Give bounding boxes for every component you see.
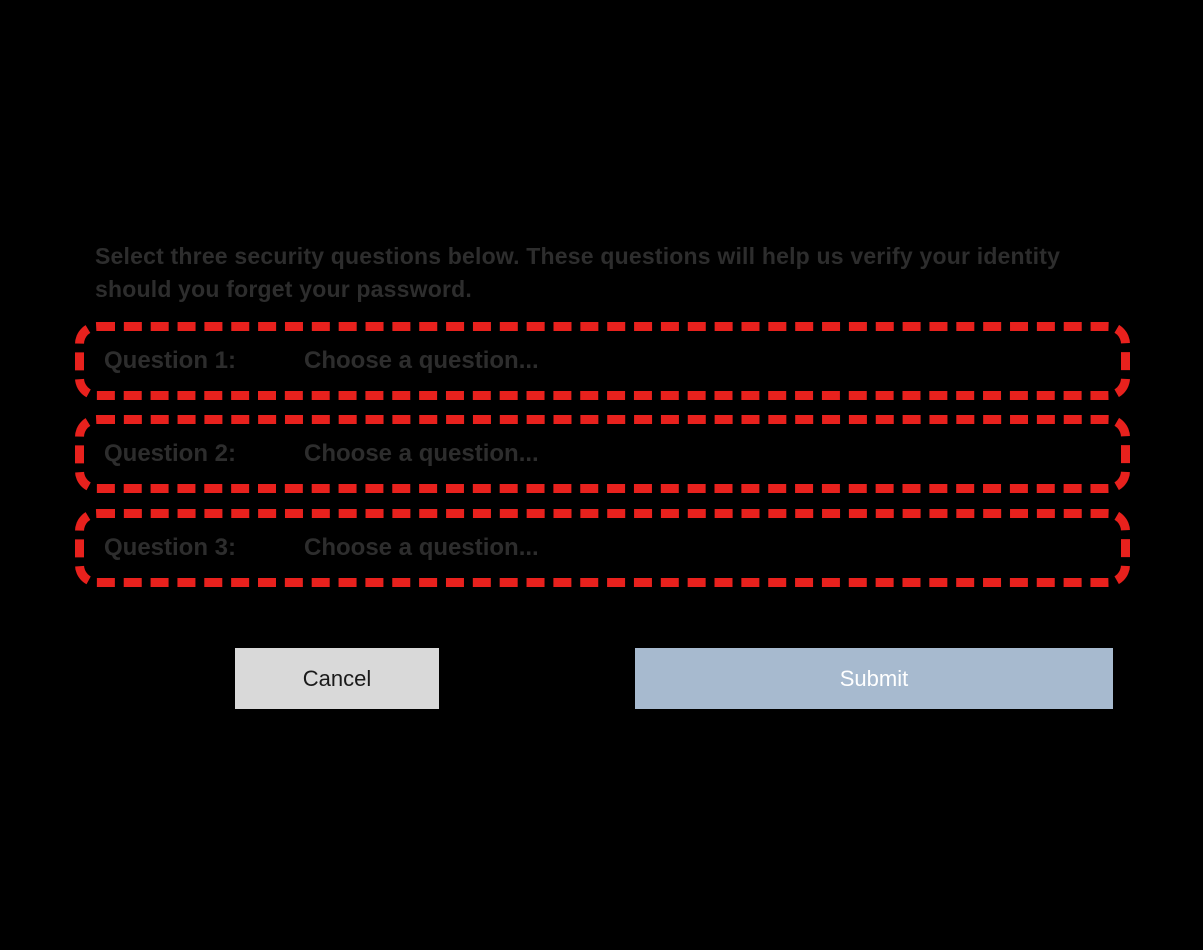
question-2-dropdown[interactable]: Choose a question...	[304, 440, 1101, 468]
question-row-3: Question 3: Choose a question...	[75, 509, 1130, 587]
question-2-label: Question 2:	[104, 440, 237, 467]
submit-button[interactable]: Submit	[635, 648, 1113, 709]
question-3-dropdown[interactable]: Choose a question...	[304, 534, 1101, 562]
question-1-dropdown[interactable]: Choose a question...	[304, 347, 1101, 375]
cancel-button[interactable]: Cancel	[235, 648, 439, 709]
question-1-label: Question 1:	[104, 347, 237, 374]
instructions-text: Select three security questions below. T…	[95, 243, 1061, 302]
question-row-1: Question 1: Choose a question...	[75, 322, 1130, 400]
question-row-2: Question 2: Choose a question...	[75, 415, 1130, 493]
question-3-label: Question 3:	[104, 534, 237, 561]
